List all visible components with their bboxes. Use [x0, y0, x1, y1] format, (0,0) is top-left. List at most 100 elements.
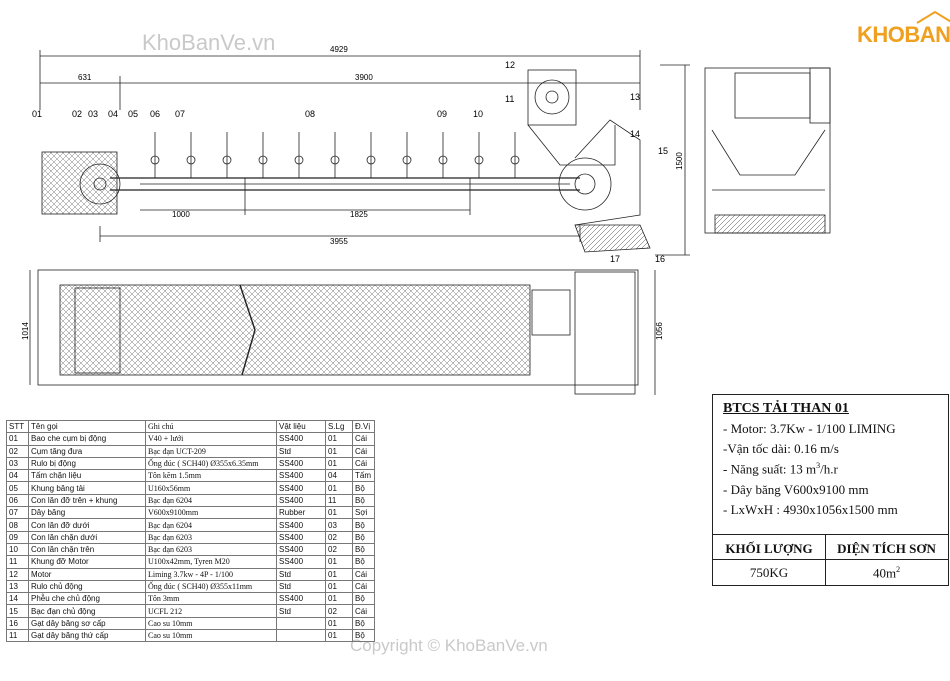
spec-title: BTCS TẢI THAN 01	[723, 401, 849, 416]
idler-roller	[402, 155, 412, 165]
idler-roller	[438, 155, 448, 165]
bom-cell: SS400	[276, 432, 326, 446]
part-callout-04: 04	[108, 109, 118, 119]
bom-cell: 04	[325, 469, 353, 483]
bom-cell: 01	[325, 456, 353, 471]
part-callout-05: 05	[128, 109, 138, 119]
bom-cell: Tôn kẽm 1.5mm	[145, 469, 277, 483]
area-value: 40m2	[825, 565, 948, 581]
bom-cell: Phễu che chủ động	[28, 592, 146, 606]
bom-cell: 13	[6, 579, 29, 594]
bom-cell: 02	[325, 604, 353, 618]
bom-cell: 06	[6, 493, 29, 508]
bom-cell: Cái	[352, 444, 375, 458]
bom-cell: Cao su 10mm	[145, 629, 277, 643]
plan-view-tail	[74, 287, 121, 374]
bom-cell: Std	[276, 567, 326, 581]
bom-cell: Cụm tăng đưa	[28, 444, 146, 458]
dim-text-3955: 3955	[330, 237, 348, 246]
bom-cell: 10	[6, 542, 29, 557]
bom-cell: 01	[325, 432, 353, 446]
bom-cell: SS400	[276, 518, 326, 532]
bom-cell: UCFL 212	[145, 604, 277, 618]
bom-cell: Tấm	[352, 469, 375, 483]
idler-roller	[330, 155, 340, 165]
bom-cell: Cái	[352, 567, 375, 581]
bom-cell: Ống đúc ( SCH40) Ø355x11mm	[145, 579, 277, 594]
bom-cell: 05	[6, 481, 29, 495]
bom-cell: Tấm chặn liệu	[28, 469, 146, 483]
part-callout-06: 06	[150, 109, 160, 119]
bom-cell: 01	[325, 481, 353, 495]
bom-cell: Bạc đạn 6204	[145, 518, 277, 532]
bom-cell: Bộ	[352, 493, 375, 508]
idler-roller	[186, 155, 196, 165]
bom-cell: 04	[6, 469, 29, 483]
spec-capacity-pre: - Năng suất: 13 m	[723, 461, 817, 477]
bom-cell: 08	[6, 518, 29, 532]
bom-cell: Con lăn chặn trên	[28, 542, 146, 557]
bom-cell: 14	[6, 592, 29, 606]
bom-cell: 03	[6, 456, 29, 471]
idler-roller	[510, 155, 520, 165]
bom-cell: 11	[325, 493, 353, 508]
bom-cell: Bộ	[352, 592, 375, 606]
part-callout-14: 14	[630, 129, 640, 139]
bom-cell: Cái	[352, 604, 375, 618]
bom-cell: Cái	[352, 456, 375, 471]
spec-size: - LxWxH : 4930x1056x1500 mm	[723, 502, 898, 517]
bom-cell: U160x56mm	[145, 481, 277, 495]
bom-cell: 16	[6, 616, 29, 631]
spec-capacity-post: /h.r	[820, 461, 838, 477]
watermark-top: KhoBanVe.vn	[142, 30, 276, 55]
part-callout-09: 09	[437, 109, 447, 119]
bom-cell: 09	[6, 530, 29, 544]
dim-text-height: 1500	[675, 152, 684, 170]
dim-text-3900: 3900	[355, 73, 373, 82]
bom-cell: 07	[6, 506, 29, 520]
bom-cell: Motor	[28, 567, 146, 581]
area-value-pre: 40m	[872, 565, 897, 581]
bom-cell: Tên gọi	[28, 419, 146, 434]
logo-text: KHOBANVE	[857, 22, 950, 47]
bom-cell: 01	[325, 616, 353, 631]
bom-cell: Dây băng	[28, 506, 146, 520]
part-callout-17: 17	[610, 254, 620, 264]
logo-roof-icon	[916, 10, 950, 24]
bom-cell: Cái	[352, 432, 375, 446]
part-callout-03: 03	[88, 109, 98, 119]
bom-cell: 11	[6, 555, 29, 569]
bom-cell: STT	[6, 419, 29, 434]
bom-cell: Bao che cụm bị động	[28, 432, 146, 446]
part-callout-08: 08	[305, 109, 315, 119]
chute-outlet	[574, 224, 651, 253]
bom-cell: SS400	[276, 469, 326, 483]
bom-cell: Bộ	[352, 481, 375, 495]
bom-cell: 01	[325, 629, 353, 643]
bom-cell: 15	[6, 604, 29, 618]
spec-box: BTCS TẢI THAN 01 - Motor: 3.7Kw - 1/100 …	[712, 394, 949, 586]
dim-text-1056: 1056	[655, 322, 664, 340]
bom-cell: 01	[325, 567, 353, 581]
drive-frame	[527, 69, 577, 126]
spec-speed: -Vận tốc dài: 0.16 m/s	[723, 441, 839, 456]
bom-cell: Con lăn đỡ dưới	[28, 518, 146, 532]
bom-cell: SS400	[276, 481, 326, 495]
bom-cell: Bạc đạn chủ động	[28, 604, 146, 618]
bom-cell: Khung băng tải	[28, 481, 146, 495]
end-view-trough	[711, 129, 826, 176]
idler-roller	[294, 155, 304, 165]
part-callout-11: 11	[505, 94, 514, 104]
